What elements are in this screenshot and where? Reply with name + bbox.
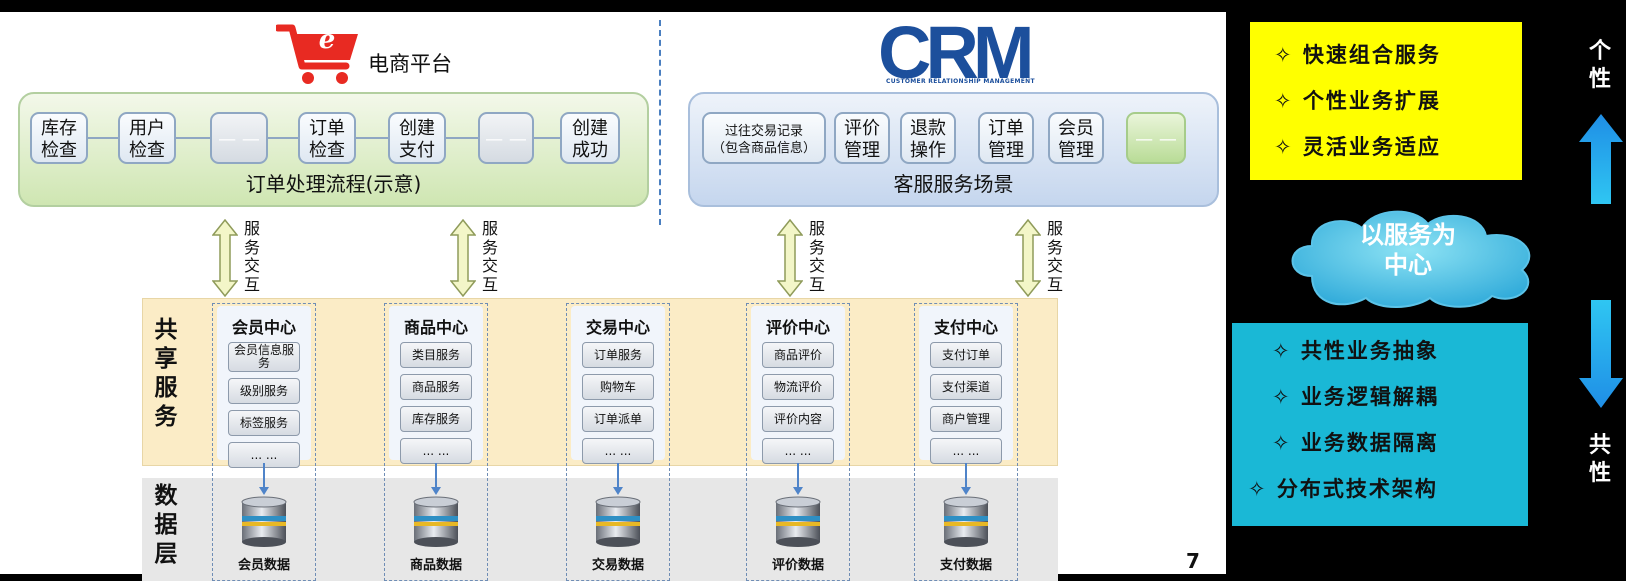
database-icon — [595, 496, 641, 547]
database-icon — [413, 496, 459, 547]
service-item: 支付渠道 — [930, 374, 1002, 400]
up-arrow-icon — [1579, 114, 1623, 204]
center-title: 交易中心 — [585, 318, 650, 337]
interaction-label: 服务交互 — [1046, 219, 1063, 294]
service-scene-title: 客服服务场景 — [893, 172, 1014, 196]
db-label: 会员数据 — [237, 558, 290, 573]
scene-refund-op: 退款操作 — [900, 112, 956, 164]
page-number: 7 — [1186, 549, 1200, 573]
service-item: 订单派单 — [582, 406, 654, 432]
crm-logo-subtitle: CUSTOMER RELATIONSHIP MANAGEMENT — [886, 78, 1035, 85]
service-item: 类目服务 — [400, 342, 472, 368]
review-center: 评价中心 商品评价 物流评价 评价内容 ... ... 评价数据 — [746, 303, 850, 581]
service-item: ... ... — [228, 442, 300, 468]
step-order-check: 订单检查 — [298, 112, 356, 164]
individuality-label: 个性 — [1588, 39, 1611, 92]
commonality-box: ✧ 共性业务抽象 ✧ 业务逻辑解耦 ✧ 业务数据隔离 ✧ 分布式技术架构 — [1232, 323, 1528, 526]
service-item: 库存服务 — [400, 406, 472, 432]
architecture-slide: e 电商平台 CRM CUSTOMER RELATIONSHIP MANAGEM… — [0, 11, 1226, 581]
data-layer-label: 数据层 — [154, 483, 178, 567]
service-item: ... ... — [762, 438, 834, 464]
scene-placeholder: — — — [1126, 112, 1186, 164]
scene-order-mgmt: 订单管理 — [978, 112, 1034, 164]
db-label: 评价数据 — [771, 558, 824, 573]
db-label: 支付数据 — [939, 558, 992, 573]
interaction-label: 服务交互 — [243, 219, 260, 294]
service-item: ... ... — [400, 438, 472, 464]
scene-transaction-history: 过往交易记录（包含商品信息） — [702, 112, 826, 164]
step-inventory-check: 库存检查 — [30, 112, 88, 164]
db-label: 商品数据 — [409, 558, 462, 573]
service-item: 支付订单 — [930, 342, 1002, 368]
service-item: 标签服务 — [228, 410, 300, 436]
db-label: 交易数据 — [591, 558, 644, 573]
commonality-label: 共性 — [1588, 433, 1611, 486]
service-item: 购物车 — [582, 374, 654, 400]
interaction-label: 服务交互 — [808, 219, 825, 294]
feature-item: ✧ 快速组合服务 — [1274, 43, 1441, 67]
interaction-label: 服务交互 — [481, 219, 498, 294]
service-item: 物流评价 — [762, 374, 834, 400]
down-arrow-icon — [1579, 300, 1623, 408]
section-divider — [659, 20, 661, 225]
down-arrow-icon — [793, 463, 803, 495]
trade-center: 交易中心 订单服务 购物车 订单派单 ... ... 交易数据 — [566, 303, 670, 581]
scene-review-mgmt: 评价管理 — [834, 112, 890, 164]
individuality-box: ✧ 快速组合服务 ✧ 个性业务扩展 ✧ 灵活业务适应 — [1250, 22, 1522, 180]
step-placeholder: — — — [478, 112, 534, 164]
step-user-check: 用户检查 — [118, 112, 176, 164]
cloud-text: 以服务为中心 — [1360, 221, 1456, 279]
database-icon — [775, 496, 821, 547]
database-icon — [943, 496, 989, 547]
double-arrow-icon — [212, 219, 238, 297]
double-arrow-icon — [777, 219, 803, 297]
service-item: 商品服务 — [400, 374, 472, 400]
shared-services-label: 共享服务 — [154, 317, 178, 430]
service-item: 会员信息服务 — [228, 342, 300, 372]
feature-item: ✧ 共性业务抽象 — [1272, 339, 1439, 363]
cloud-icon — [1291, 210, 1531, 308]
step-create-payment: 创建支付 — [388, 112, 446, 164]
database-icon — [241, 496, 287, 547]
double-arrow-icon — [1015, 219, 1041, 297]
payment-center: 支付中心 支付订单 支付渠道 商户管理 ... ... 支付数据 — [914, 303, 1018, 581]
service-item: ... ... — [930, 438, 1002, 464]
down-arrow-icon — [431, 463, 441, 495]
ecom-logo-letter: e — [318, 25, 336, 55]
feature-item: ✧ 业务数据隔离 — [1272, 431, 1439, 455]
down-arrow-icon — [259, 463, 269, 495]
service-scene-panel: 过往交易记录（包含商品信息） 评价管理 退款操作 订单管理 会员管理 — — 客… — [688, 92, 1219, 207]
product-center: 商品中心 类目服务 商品服务 库存服务 ... ... 商品数据 — [384, 303, 488, 581]
center-title: 会员中心 — [231, 318, 296, 337]
double-arrow-icon — [450, 219, 476, 297]
service-item: 级别服务 — [228, 378, 300, 404]
center-title: 商品中心 — [403, 318, 468, 337]
feature-item: ✧ 灵活业务适应 — [1274, 135, 1441, 159]
scene-member-mgmt: 会员管理 — [1048, 112, 1104, 164]
member-center: 会员中心 会员信息服务 级别服务 标签服务 ... ... 会员数据 — [212, 303, 316, 581]
service-item: 评价内容 — [762, 406, 834, 432]
crm-logo: CRM — [878, 11, 1035, 94]
service-item: 商户管理 — [930, 406, 1002, 432]
service-item: 订单服务 — [582, 342, 654, 368]
ecommerce-platform-label: 电商平台 — [368, 52, 452, 76]
feature-item: ✧ 分布式技术架构 — [1248, 477, 1438, 501]
down-arrow-icon — [961, 463, 971, 495]
feature-item: ✧ 业务逻辑解耦 — [1272, 385, 1439, 409]
feature-item: ✧ 个性业务扩展 — [1274, 89, 1441, 113]
service-item: 商品评价 — [762, 342, 834, 368]
order-flow-title: 订单处理流程(示意) — [245, 172, 422, 196]
step-placeholder: — — — [210, 112, 268, 164]
step-create-success: 创建成功 — [560, 112, 620, 164]
service-item: ... ... — [582, 438, 654, 464]
shopping-cart-logo-icon — [276, 24, 358, 84]
center-title: 评价中心 — [765, 318, 830, 337]
down-arrow-icon — [613, 463, 623, 495]
order-flow-panel: 库存检查 用户检查 — — 订单检查 创建支付 — — 创建成功 订单处理流程(… — [18, 92, 649, 207]
center-title: 支付中心 — [933, 318, 998, 337]
